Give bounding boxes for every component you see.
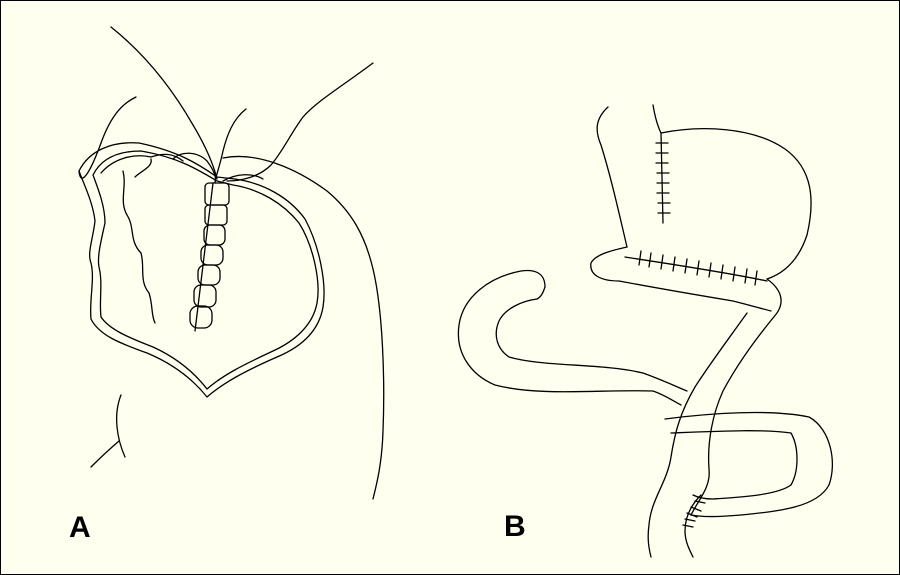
panel-a-pouch-outer	[79, 143, 324, 397]
panel-a-strand	[215, 109, 246, 181]
panel-b-upper-pouch	[653, 105, 811, 279]
panel-a-label: A	[69, 513, 91, 543]
panel-b-descending-limb	[648, 313, 747, 557]
panel-a-strand	[227, 63, 373, 181]
panel-a-outer-contour	[223, 156, 384, 499]
panel-a-strand	[79, 143, 101, 178]
panel-b-staple-line-vertical	[661, 133, 663, 223]
panel-a-strand	[117, 395, 125, 457]
panel-b-intestinal-loop	[458, 271, 681, 405]
panel-b-intestinal-loop	[537, 287, 545, 299]
panel-a-mucosal-fold	[135, 159, 151, 177]
panel-b-lower-loop	[665, 413, 832, 517]
panel-b-staples-horizontal	[639, 251, 757, 285]
panel-a-inner-fold	[101, 154, 183, 173]
panel-b-descending-limb	[691, 279, 781, 515]
panel-a-mucosal-fold	[123, 171, 155, 323]
panel-b-upper-pouch	[597, 107, 627, 247]
panel-b-drawing	[458, 105, 832, 557]
panel-b-intestinal-loop	[496, 299, 687, 391]
panel-b-staples-vertical	[656, 143, 670, 213]
panel-b-label: B	[504, 512, 526, 542]
panel-a-segmented-column	[190, 183, 229, 331]
panel-b-lower-loop	[671, 431, 797, 499]
panel-a-drawing	[79, 27, 384, 499]
panel-b-closure	[591, 247, 771, 311]
panel-a-strand	[101, 97, 136, 143]
panel-a-strand	[91, 441, 119, 467]
